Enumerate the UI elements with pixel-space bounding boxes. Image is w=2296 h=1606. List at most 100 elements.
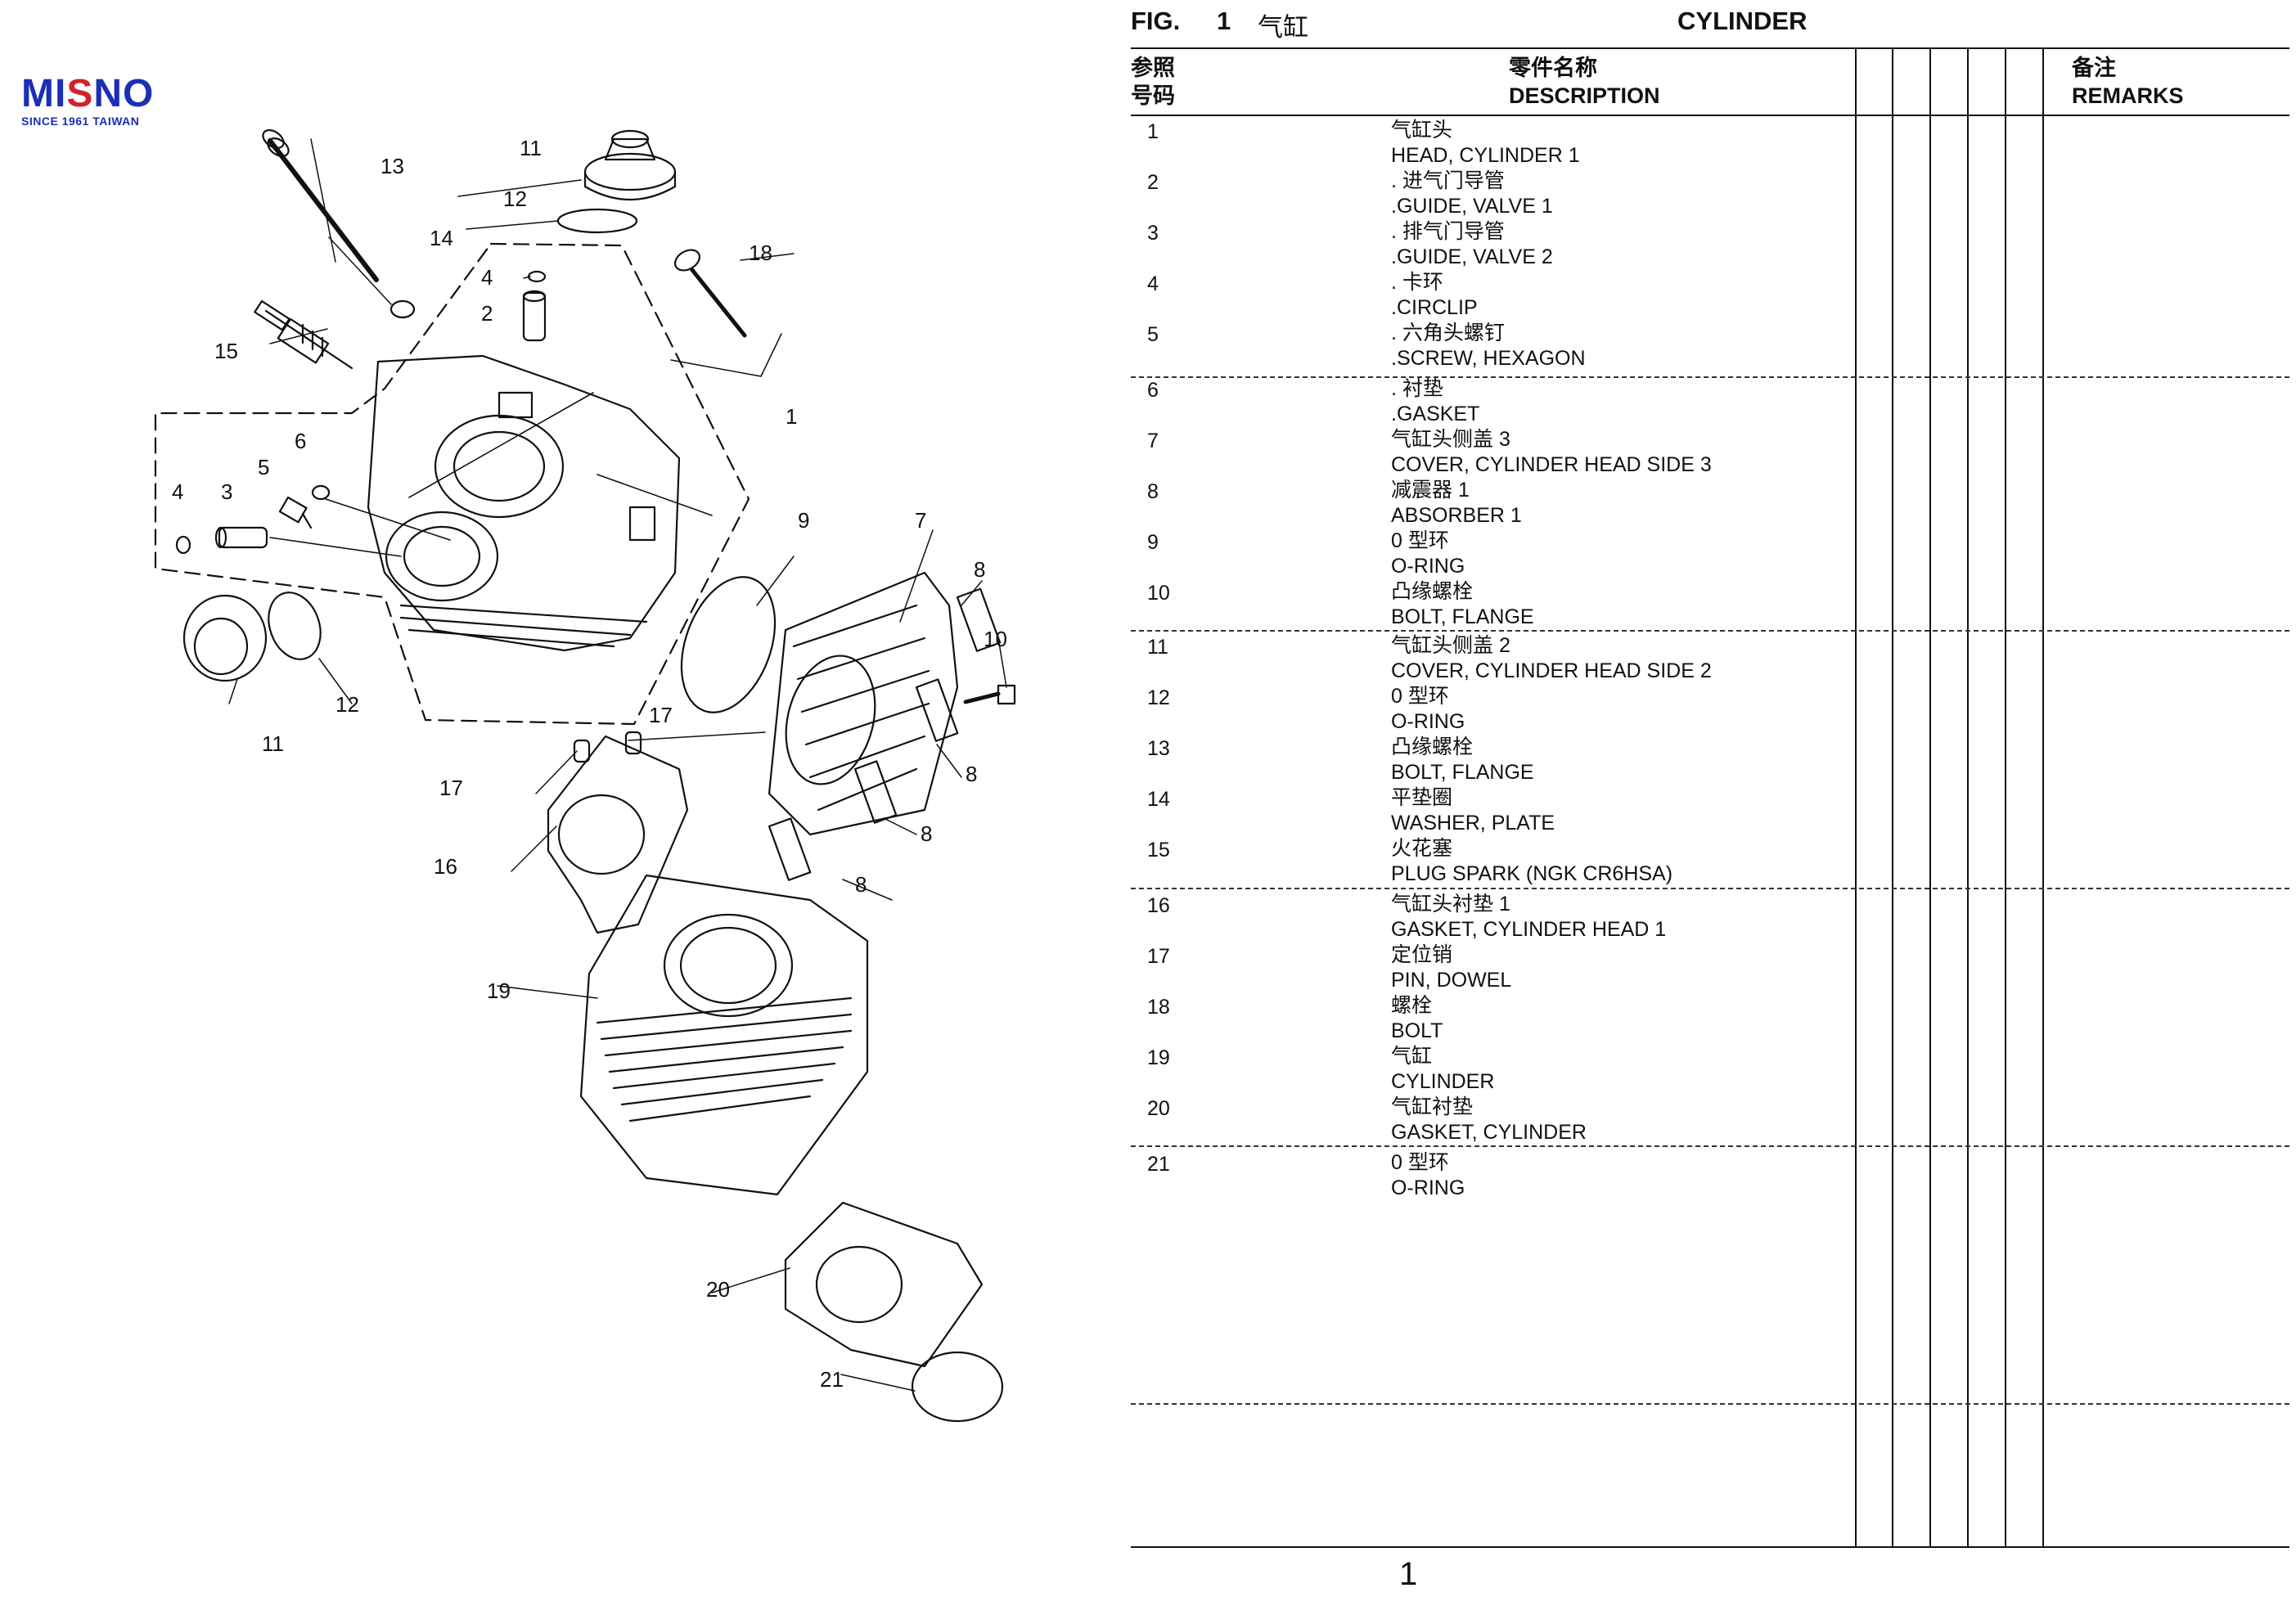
table-top-rule	[1131, 47, 2289, 49]
part-name-cn: 平垫圈	[1391, 786, 1453, 809]
gasket-6	[311, 484, 331, 501]
part-name-cn: 0 型环	[1391, 1151, 1449, 1174]
absorber-8-d	[768, 817, 812, 881]
part-name-cn: 火花塞	[1391, 837, 1453, 860]
callout-13: 13	[380, 154, 404, 178]
part-name-en: .GASKET	[1391, 403, 1480, 425]
description-header-cn: 零件名称	[1509, 56, 1597, 80]
table-row: 0 型环 O-RING	[1391, 529, 1465, 579]
callout-1: 1	[786, 404, 797, 429]
table-row: . 排气门导管.GUIDE, VALVE 2	[1391, 219, 1553, 270]
valve-guide-2	[522, 290, 547, 342]
bolt-13	[262, 128, 379, 282]
valve-guide-3	[214, 526, 268, 549]
callout-12-top: 12	[503, 187, 527, 211]
part-name-en: WASHER, PLATE	[1391, 812, 1555, 834]
row-ref: 2	[1147, 171, 1159, 194]
row-ref: 6	[1147, 379, 1159, 402]
part-name-cn: . 卡环	[1391, 271, 1443, 294]
parts-list-sheet: FIG. 1 气缸 CYLINDER 参照 号码 零件名称 DESCRIPTIO…	[1131, 0, 2293, 1606]
row-ref: 20	[1147, 1097, 1170, 1120]
part-name-cn: . 进气门导管	[1391, 169, 1505, 192]
callout-19: 19	[487, 978, 511, 1003]
callout-11-left: 11	[262, 731, 284, 756]
callout-8-c: 8	[921, 821, 932, 846]
group-divider-3	[1131, 888, 2289, 889]
part-name-cn: 0 型环	[1391, 529, 1449, 552]
callout-14: 14	[430, 226, 453, 250]
part-name-en: PIN, DOWEL	[1391, 969, 1512, 992]
column-rule-2	[1892, 49, 1893, 1546]
part-name-cn: 螺栓	[1391, 994, 1433, 1017]
bolt-10	[963, 684, 1016, 705]
remarks-header-cn: 备注	[2072, 56, 2116, 80]
column-rule-1	[1855, 49, 1857, 1546]
logo-part-c: NO	[93, 72, 155, 115]
callout-7-label: 7	[915, 508, 926, 533]
part-name-en: O-RING	[1391, 1176, 1465, 1199]
absorber-8-b	[915, 678, 959, 742]
table-row: . 六角头螺钉 .SCREW, HEXAGON	[1391, 321, 1586, 371]
part-name-en: O-RING	[1391, 555, 1465, 578]
group-divider-2	[1131, 630, 2289, 632]
row-ref: 7	[1147, 430, 1159, 452]
part-name-cn: . 六角头螺钉	[1391, 322, 1505, 344]
part-name-cn: 气缸头侧盖 3	[1391, 428, 1510, 451]
row-ref: 21	[1147, 1153, 1170, 1176]
side-cover-7	[768, 571, 959, 836]
callout-5: 5	[258, 455, 269, 479]
o-ring-12-left	[268, 592, 322, 660]
table-row: 凸缘螺栓 BOLT, FLANGE	[1391, 735, 1534, 785]
figure-prefix: FIG.	[1131, 7, 1181, 35]
part-name-en: HEAD, CYLINDER 1	[1391, 144, 1580, 167]
part-name-en: PLUG SPARK (NGK CR6HSA)	[1391, 862, 1673, 885]
part-name-en: .SCREW, HEXAGON	[1391, 347, 1586, 370]
part-name-en: GASKET, CYLINDER	[1391, 1121, 1587, 1144]
misno-logo: MISNO SINCE 1961 TAIWAN	[21, 72, 155, 128]
callout-3: 3	[221, 479, 232, 504]
part-name-cn: 减震器 1	[1391, 479, 1470, 502]
row-ref: 10	[1147, 582, 1170, 605]
description-header-en: DESCRIPTION	[1509, 83, 1660, 108]
callout-8-b: 8	[966, 762, 977, 786]
part-name-en: .CIRCLIP	[1391, 296, 1478, 319]
callout-18: 18	[749, 241, 772, 265]
cylinder-head-gasket-16	[547, 735, 689, 934]
callout-12-left: 12	[335, 692, 359, 717]
part-name-cn: 凸缘螺栓	[1391, 736, 1474, 758]
row-ref: 9	[1147, 531, 1159, 554]
callout-11-top: 11	[520, 136, 542, 160]
row-ref: 17	[1147, 945, 1170, 968]
figure-number: 1	[1217, 7, 1231, 35]
callout-6: 6	[295, 429, 306, 453]
group-divider-1	[1131, 376, 2289, 378]
part-name-cn: 气缸头	[1391, 119, 1453, 142]
part-name-cn: . 排气门导管	[1391, 220, 1505, 243]
table-row: . 衬垫 .GASKET	[1391, 376, 1479, 427]
exploded-parts-diagram: 13 11 12 14 18 4 2 15 1 6 5 4 3 9 3 7 8 …	[154, 128, 1016, 1423]
part-name-en: BOLT, FLANGE	[1391, 761, 1534, 784]
column-rule-3	[1929, 49, 1931, 1546]
cylinder-gasket-20	[784, 1201, 984, 1368]
column-rule-5	[2005, 49, 2006, 1546]
ref-header: 参照 号码	[1131, 54, 1175, 110]
callout-4-left: 4	[172, 479, 183, 504]
table-bottom-rule	[1131, 1546, 2289, 1548]
page-number: 1	[1399, 1556, 1418, 1592]
part-name-en: .GUIDE, VALVE 1	[1391, 195, 1553, 218]
o-ring-12-top	[556, 208, 638, 234]
cap-11-top	[583, 129, 677, 201]
cylinder-19	[579, 874, 869, 1196]
part-name-cn: . 衬垫	[1391, 377, 1443, 400]
description-header: 零件名称 DESCRIPTION	[1509, 54, 1660, 110]
callout-20: 20	[706, 1277, 730, 1302]
